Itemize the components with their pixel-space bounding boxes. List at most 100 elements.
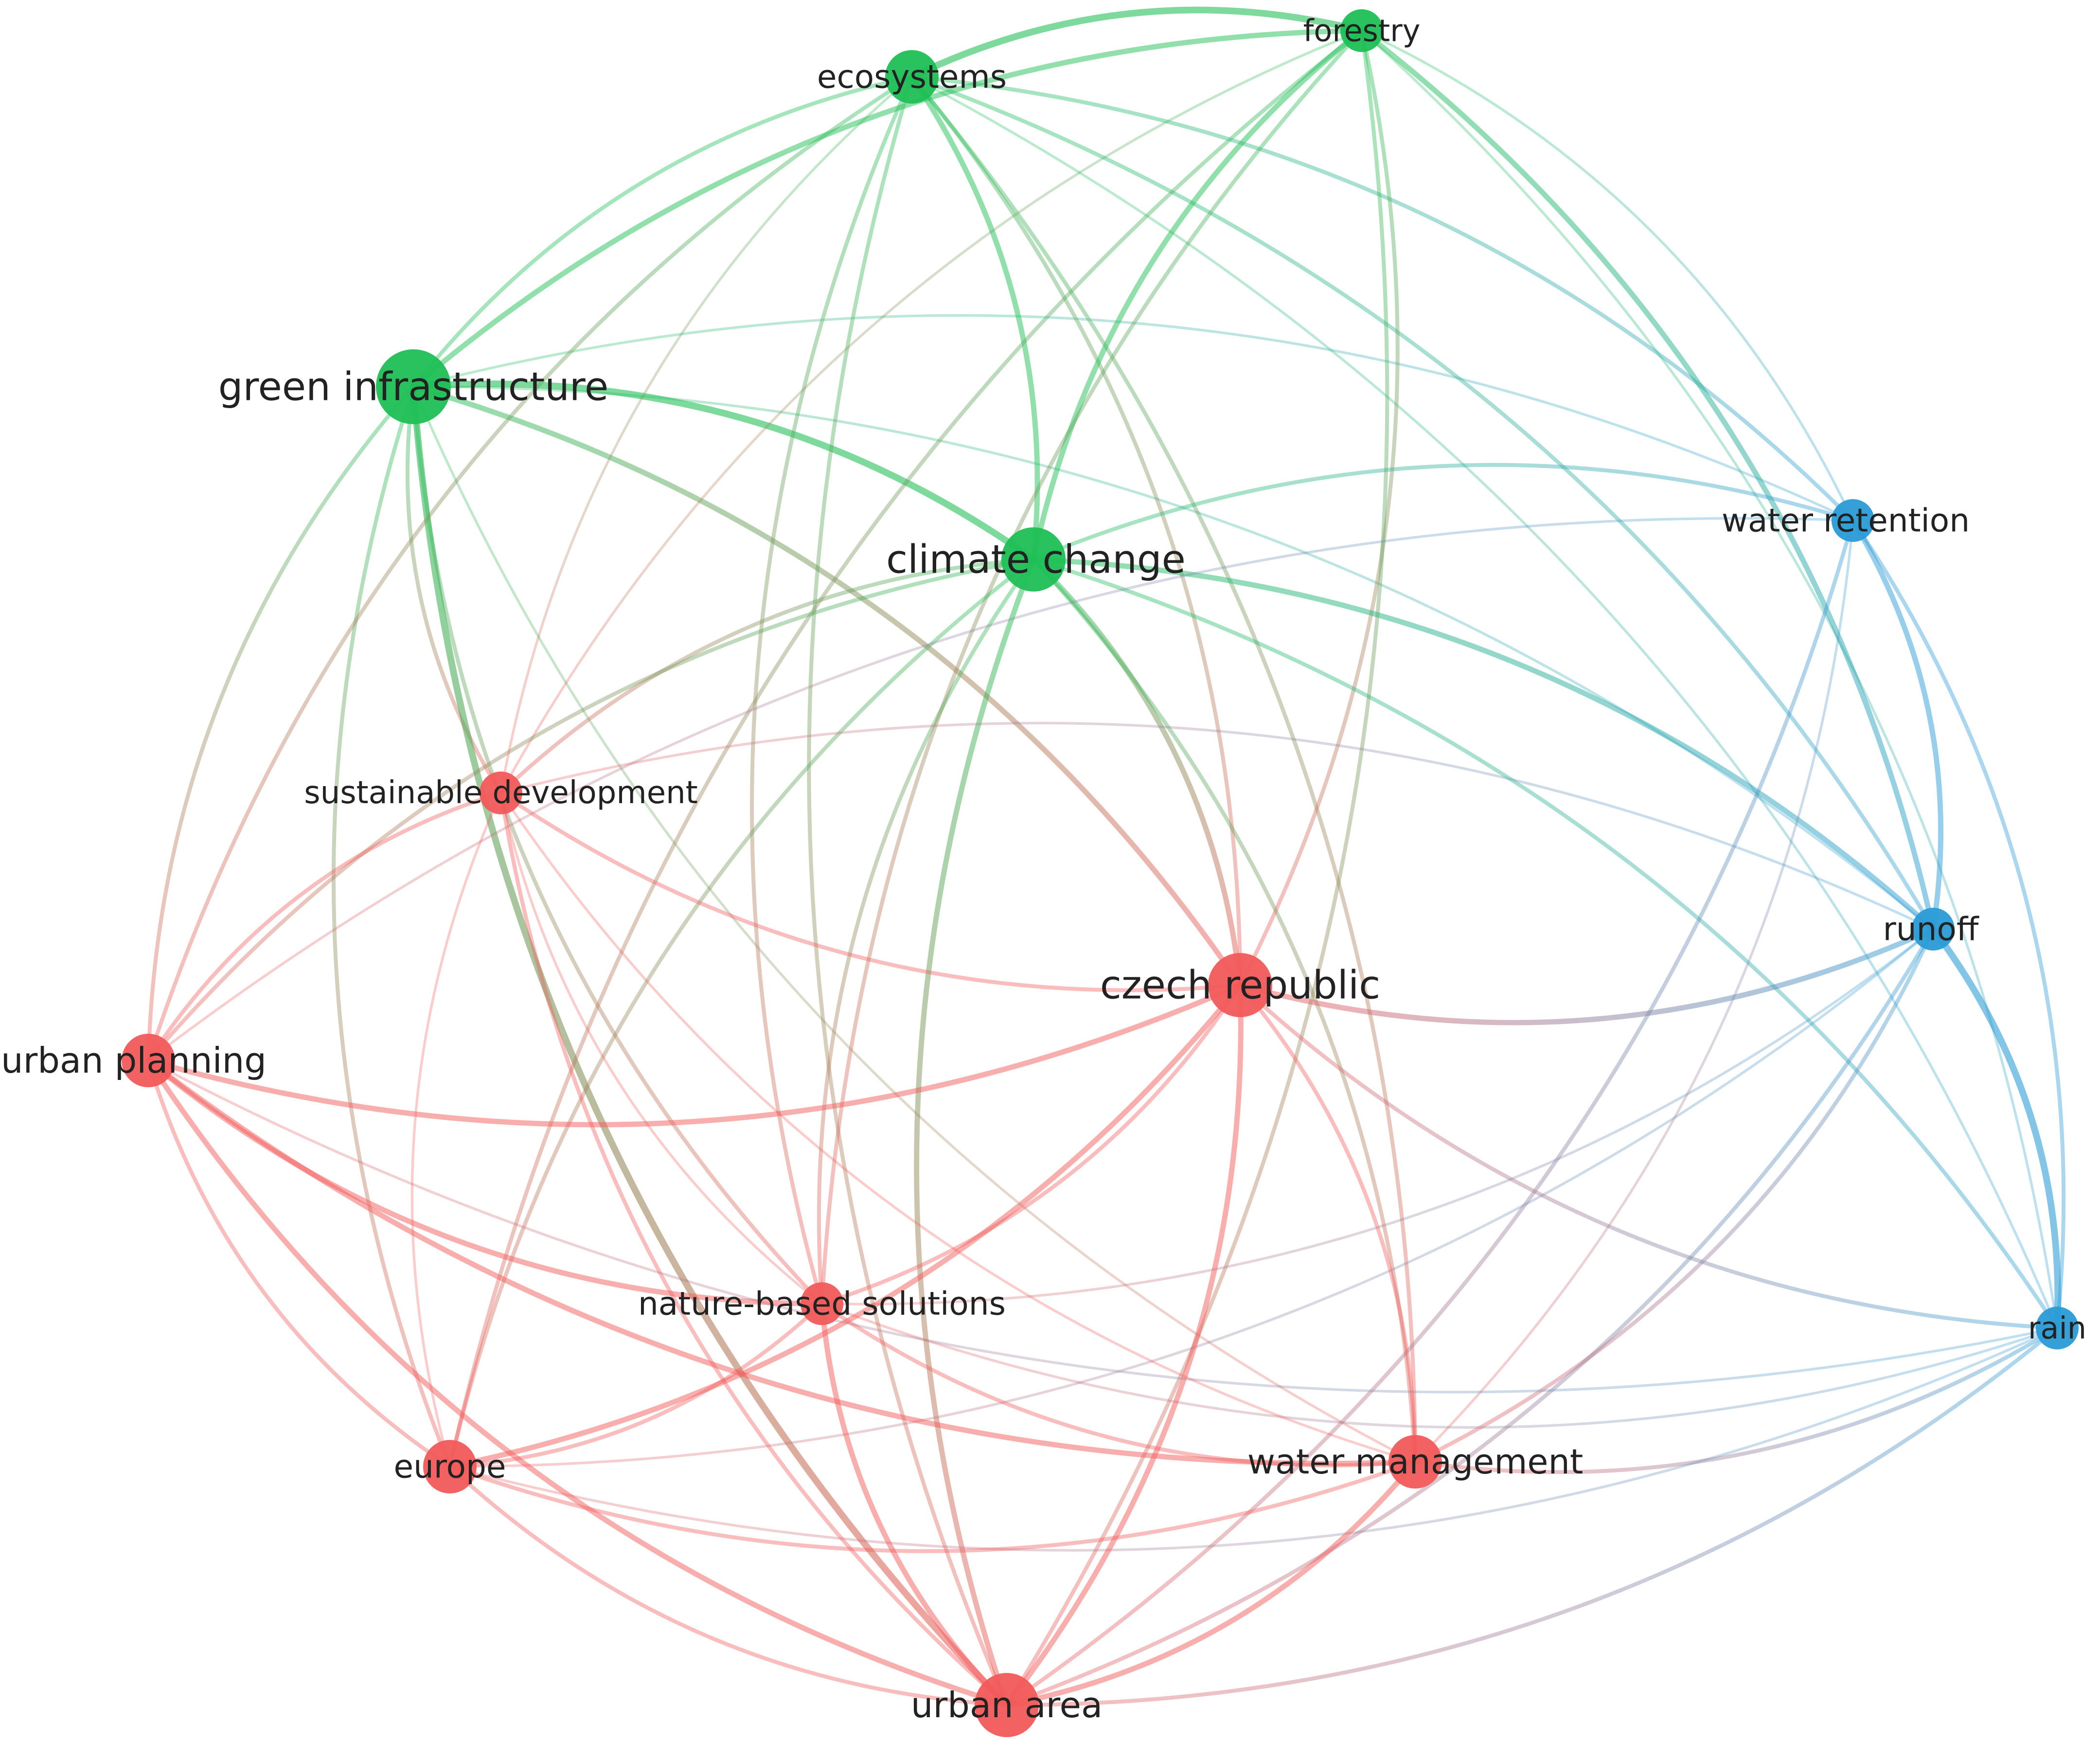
link-forestry-runoff <box>1359 28 1936 932</box>
link-sustainable-development-czech-republic <box>498 790 1243 992</box>
link-sustainable-development-europe <box>410 791 502 1468</box>
label-green-infrastructure: green infrastructure <box>218 364 609 410</box>
label-urban-area: urban area <box>911 1685 1103 1725</box>
link-forestry-water-retention <box>1360 29 1854 522</box>
link-climate-change-urban-area <box>914 557 1036 1708</box>
link-water-management-urban-area <box>1004 1459 1418 1708</box>
node-forestry[interactable] <box>1340 9 1383 52</box>
link-runoff-urban-area <box>1004 927 1936 1707</box>
label-urban-planning: urban planning <box>1 1040 267 1081</box>
node-urban-planning[interactable] <box>122 1034 175 1087</box>
link-green-infrastructure-ecosystems <box>411 74 914 389</box>
link-green-infrastructure-urban-area <box>410 383 1010 1708</box>
link-rain-urban-planning <box>147 1059 2059 1394</box>
link-ecosystems-climate-change <box>909 74 1040 562</box>
link-nature-based-solutions-water-management <box>819 1301 1418 1468</box>
link-green-infrastructure-water-retention <box>412 314 1854 522</box>
node-runoff[interactable] <box>1912 908 1955 951</box>
label-forestry: forestry <box>1303 13 1421 49</box>
label-sustainable-development: sustainable development <box>304 775 697 811</box>
link-green-infrastructure-climate-change <box>410 380 1037 563</box>
link-ecosystems-forestry <box>908 6 1365 80</box>
link-green-infrastructure-runoff <box>412 385 1935 931</box>
link-ecosystems-sustainable-development <box>499 75 913 794</box>
link-rain-europe <box>448 1327 2059 1552</box>
link-czech-republic-urban-planning <box>145 982 1243 1128</box>
link-runoff-rain <box>1930 926 2062 1331</box>
link-sustainable-development-nature-based-solutions <box>499 791 823 1305</box>
link-europe-water-management <box>447 1459 1418 1553</box>
link-runoff-water-management <box>1413 927 1936 1464</box>
link-climate-change-water-retention <box>1031 463 1855 562</box>
link-czech-republic-urban-area <box>1004 982 1244 1708</box>
link-sustainable-development-urban-area <box>498 790 1009 1707</box>
link-water-retention-runoff <box>1850 518 1944 932</box>
link-forestry-sustainable-development <box>499 29 1363 794</box>
node-water-retention[interactable] <box>1832 499 1874 542</box>
link-water-retention-urban-area <box>1004 518 1855 1707</box>
link-ecosystems-czech-republic <box>909 74 1243 988</box>
node-europe[interactable] <box>423 1440 477 1493</box>
link-climate-change-nature-based-solutions <box>817 557 1036 1306</box>
link-forestry-czech-republic <box>1238 28 1400 988</box>
network-links <box>145 6 2066 1708</box>
link-urban-planning-water-management <box>145 1058 1418 1466</box>
node-climate-change[interactable] <box>1001 527 1066 592</box>
link-rain-nature-based-solutions <box>820 1302 2059 1429</box>
link-runoff-nature-based-solutions <box>820 928 1935 1306</box>
network-labels: green infrastructure ecosystems forestry cl… <box>1 13 2086 1726</box>
link-nature-based-solutions-europe <box>447 1301 824 1469</box>
link-runoff-sustainable-development <box>499 721 1935 931</box>
link-czech-republic-water-management <box>1238 983 1418 1464</box>
link-forestry-climate-change <box>1031 28 1365 562</box>
node-czech-republic[interactable] <box>1208 953 1272 1017</box>
label-water-management: water management <box>1247 1442 1584 1482</box>
link-ecosystems-urban-planning <box>146 74 914 1063</box>
network-nodes <box>122 9 2079 1737</box>
node-green-infrastructure[interactable] <box>376 349 451 424</box>
link-czech-republic-europe <box>447 982 1243 1470</box>
node-sustainable-development[interactable] <box>480 772 522 814</box>
link-climate-change-sustainable-development <box>498 557 1036 795</box>
link-rain-urban-area <box>1004 1326 2060 1707</box>
link-nature-based-solutions-urban-area <box>819 1301 1010 1708</box>
link-rain-water-management <box>1413 1326 2060 1474</box>
link-runoff-czech-republic <box>1237 926 1936 1025</box>
link-urban-planning-urban-area <box>145 1058 1010 1708</box>
link-urban-planning-nature-based-solutions <box>145 1058 825 1307</box>
link-ecosystems-nature-based-solutions <box>750 74 914 1306</box>
link-forestry-nature-based-solutions <box>819 28 1364 1306</box>
link-forestry-rain <box>1360 29 2059 1329</box>
node-rain[interactable] <box>2036 1307 2079 1349</box>
link-green-infrastructure-urban-planning <box>146 384 416 1063</box>
link-europe-urban-area <box>447 1464 1009 1707</box>
link-climate-change-rain <box>1031 557 2060 1330</box>
link-czech-republic-nature-based-solutions <box>819 983 1243 1306</box>
link-ecosystems-rain <box>910 75 2059 1329</box>
node-urban-area[interactable] <box>975 1673 1039 1737</box>
label-europe: europe <box>394 1448 506 1486</box>
label-rain: rain <box>2028 1311 2086 1346</box>
node-water-management[interactable] <box>1388 1435 1442 1489</box>
node-nature-based-solutions[interactable] <box>801 1282 843 1325</box>
link-climate-change-europe <box>447 557 1036 1469</box>
link-forestry-europe <box>447 28 1364 1469</box>
link-rain-czech-republic <box>1238 983 2060 1330</box>
label-nature-based-solutions: nature-based solutions <box>638 1285 1006 1323</box>
node-ecosystems[interactable] <box>885 50 939 104</box>
link-sustainable-development-water-management <box>499 791 1417 1463</box>
link-green-infrastructure-forestry <box>410 28 1365 390</box>
link-urban-planning-europe <box>146 1058 452 1469</box>
link-water-retention-rain <box>1851 518 2066 1330</box>
label-water-retention: water retention <box>1722 502 1970 539</box>
label-ecosystems: ecosystems <box>817 58 1007 96</box>
link-water-retention-urban-planning <box>147 517 1854 1062</box>
label-runoff: runoff <box>1883 911 1979 948</box>
link-climate-change-water-management <box>1031 557 1418 1464</box>
label-climate-change: climate change <box>886 537 1186 582</box>
link-ecosystems-water-management <box>909 74 1418 1464</box>
label-czech-republic: czech republic <box>1100 963 1380 1008</box>
link-climate-change-urban-planning <box>146 557 1036 1063</box>
link-runoff-europe <box>448 928 1935 1468</box>
